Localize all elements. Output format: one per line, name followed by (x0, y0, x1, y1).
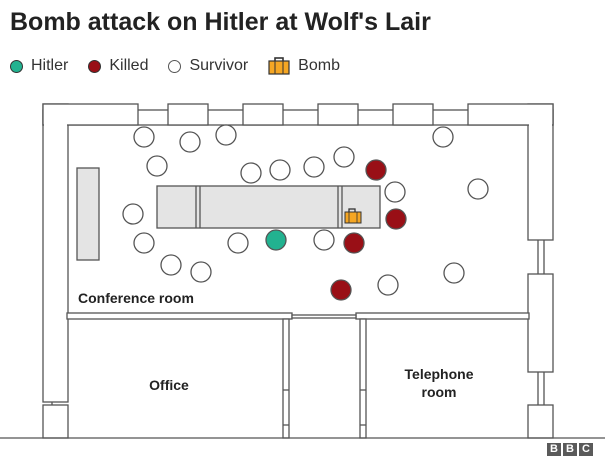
legend-item-bomb: Bomb (268, 57, 340, 75)
survivor-marker (467, 178, 489, 200)
legend-item-survivor: Survivor (168, 57, 248, 75)
killed-marker (330, 279, 352, 301)
legend-label-hitler: Hitler (31, 57, 69, 74)
survivor-marker (240, 162, 262, 184)
window-pier (392, 103, 434, 126)
walls (42, 103, 554, 439)
legend-label-bomb: Bomb (298, 57, 340, 74)
telephone-room-label-line1: Telephone (405, 366, 474, 382)
right-wall-lower (527, 404, 554, 439)
legend-item-hitler: Hitler (10, 57, 68, 75)
survivor-marker (190, 261, 212, 283)
side-cabinet (76, 167, 100, 261)
killed-swatch-icon (88, 59, 102, 73)
partition-wall (66, 312, 530, 320)
survivor-marker (313, 229, 335, 251)
survivor-marker (333, 146, 355, 168)
survivor-marker (432, 126, 454, 148)
hitler-marker (265, 229, 287, 251)
legend: Hitler Killed Survivor Bomb (10, 56, 360, 76)
window-pier (242, 103, 284, 126)
corridor-doors (283, 389, 366, 426)
bbc-logo-letter: C (579, 443, 593, 456)
people (122, 124, 489, 301)
right-windows (51, 240, 545, 405)
conference-room-label: Conference room (78, 290, 194, 306)
killed-marker (385, 208, 407, 230)
window-pier (317, 103, 359, 126)
legend-item-killed: Killed (88, 57, 148, 75)
window-pier (167, 103, 209, 126)
corridor-walls (282, 318, 367, 439)
bomb-briefcase-icon (344, 208, 362, 224)
survivor-marker (443, 262, 465, 284)
briefcase-icon (268, 57, 290, 75)
survivor-marker (160, 254, 182, 276)
legend-label-survivor: Survivor (189, 57, 249, 74)
survivor-marker (377, 274, 399, 296)
bbc-logo-letter: B (563, 443, 577, 456)
killed-marker (343, 232, 365, 254)
conference-table (156, 185, 381, 229)
right-wall-mid (527, 273, 554, 373)
legend-label-killed: Killed (109, 57, 149, 74)
bbc-logo-letter: B (547, 443, 561, 456)
killed-marker (365, 159, 387, 181)
survivor-marker (179, 131, 201, 153)
left-wall-lower (42, 404, 69, 439)
survivor-marker (146, 155, 168, 177)
survivor-marker (269, 159, 291, 181)
survivor-marker (215, 124, 237, 146)
hitler-swatch-icon (10, 59, 23, 73)
survivor-swatch-icon (168, 59, 182, 73)
survivor-marker (384, 181, 406, 203)
survivor-marker (133, 232, 155, 254)
survivor-marker (303, 156, 325, 178)
survivor-marker (133, 126, 155, 148)
bbc-logo: B B C (547, 443, 595, 456)
office-room-label: Office (149, 377, 189, 393)
survivor-marker (122, 203, 144, 225)
wall-seam-cover (44, 111, 552, 401)
diagram-title: Bomb attack on Hitler at Wolf's Lair (10, 8, 431, 36)
telephone-room-label-line2: room (422, 384, 457, 400)
survivor-marker (227, 232, 249, 254)
